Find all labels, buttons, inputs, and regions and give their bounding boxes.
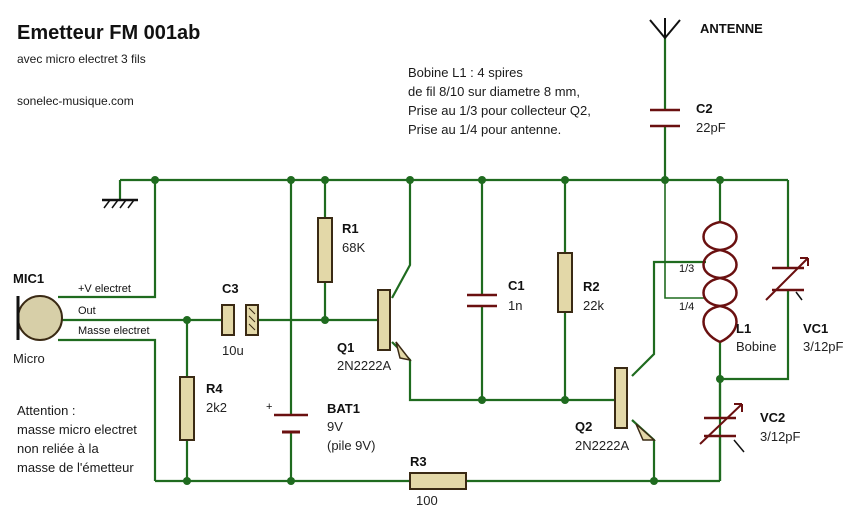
coil-note-line: de fil 8/10 sur diametre 8 mm,	[408, 84, 580, 99]
c3-value: 10u	[222, 343, 244, 358]
warning-line: masse micro electret	[17, 422, 137, 437]
vc1-wire	[720, 180, 790, 381]
microphone-icon	[16, 295, 63, 341]
c1-ref: C1	[508, 278, 525, 293]
mic-pin-label: Out	[78, 305, 96, 317]
warning-note: Attention : masse micro electret non rel…	[17, 401, 137, 477]
warning-line: non reliée à la	[17, 441, 99, 456]
l1-coil	[702, 220, 738, 344]
antenna-icon	[649, 18, 681, 40]
antenna-label: ANTENNE	[700, 21, 763, 36]
c1-value: 1n	[508, 298, 523, 313]
l1-value: Bobine	[736, 339, 777, 354]
c2-ref: C2	[696, 101, 713, 116]
c3-capacitor	[221, 304, 259, 336]
vc2-ref: VC2	[760, 410, 786, 425]
ground-icon	[102, 198, 138, 209]
mic-pin-label: Masse electret	[78, 325, 150, 337]
coil-tap-label: 1/3	[679, 263, 695, 275]
website-label: sonelec-musique.com	[17, 94, 134, 108]
r2-resistor	[557, 252, 573, 313]
mic-pin-label: +V electret	[78, 283, 131, 295]
r1-ref: R1	[342, 221, 359, 236]
c2-capacitor	[650, 108, 680, 128]
r2-ref: R2	[583, 279, 600, 294]
l1-ref: L1	[736, 321, 752, 336]
r4-ref: R4	[206, 381, 223, 396]
q2-value: 2N2222A	[575, 438, 630, 453]
r1-value: 68K	[342, 240, 366, 255]
q2-emitter-wire	[631, 419, 656, 481]
battery-symbol	[274, 413, 308, 434]
masse-electret-wire	[58, 338, 157, 481]
antenna-tap-wire	[664, 180, 706, 299]
bat1-value: 9V	[327, 419, 343, 434]
c1-capacitor	[467, 293, 497, 308]
r4-resistor	[179, 376, 195, 441]
vc2-value: 3/12pF	[760, 429, 801, 444]
vc1-value: 3/12pF	[803, 339, 844, 354]
r3-ref: R3	[410, 454, 427, 469]
q2-collector-wire	[631, 260, 706, 377]
r4-value: 2k2	[206, 400, 227, 415]
junction-dots	[151, 176, 724, 485]
q1-transistor	[377, 289, 412, 362]
mic-ref: MIC1	[13, 271, 45, 286]
warning-line: masse de l'émetteur	[17, 460, 134, 475]
r3-value: 100	[416, 493, 438, 508]
q1-emitter-wire	[391, 341, 565, 402]
q1-ref: Q1	[337, 340, 355, 355]
battery-polarity: +	[266, 401, 273, 413]
vplus-electret-wire	[58, 180, 157, 299]
q1-value: 2N2222A	[337, 358, 392, 373]
r1-resistor	[317, 217, 333, 283]
q2-transistor	[614, 367, 656, 441]
subtitle: avec micro electret 3 fils	[17, 52, 146, 66]
bat1-note: (pile 9V)	[327, 438, 376, 453]
coil-tap-label: 1/4	[679, 301, 695, 313]
coil-note-line: Prise au 1/3 pour collecteur Q2,	[408, 103, 591, 118]
page-title: Emetteur FM 001ab	[17, 22, 201, 44]
warning-line: Attention :	[17, 403, 76, 418]
mic-name: Micro	[13, 351, 45, 366]
vc1-variable-capacitor	[765, 257, 809, 301]
bat1-ref: BAT1	[327, 401, 360, 416]
c2-value: 22pF	[696, 120, 726, 135]
coil-note-line: Bobine L1 : 4 spires	[408, 65, 523, 80]
q2-ref: Q2	[575, 419, 593, 434]
vc1-ref: VC1	[803, 321, 829, 336]
vc2-variable-capacitor	[699, 379, 745, 481]
coil-note: Bobine L1 : 4 spires de fil 8/10 sur dia…	[408, 63, 591, 139]
c3-ref: C3	[222, 281, 239, 296]
q1-collector-wire	[391, 180, 412, 299]
r2-value: 22k	[583, 298, 604, 313]
coil-note-line: Prise au 1/4 pour antenne.	[408, 122, 562, 137]
r3-resistor	[409, 472, 467, 490]
